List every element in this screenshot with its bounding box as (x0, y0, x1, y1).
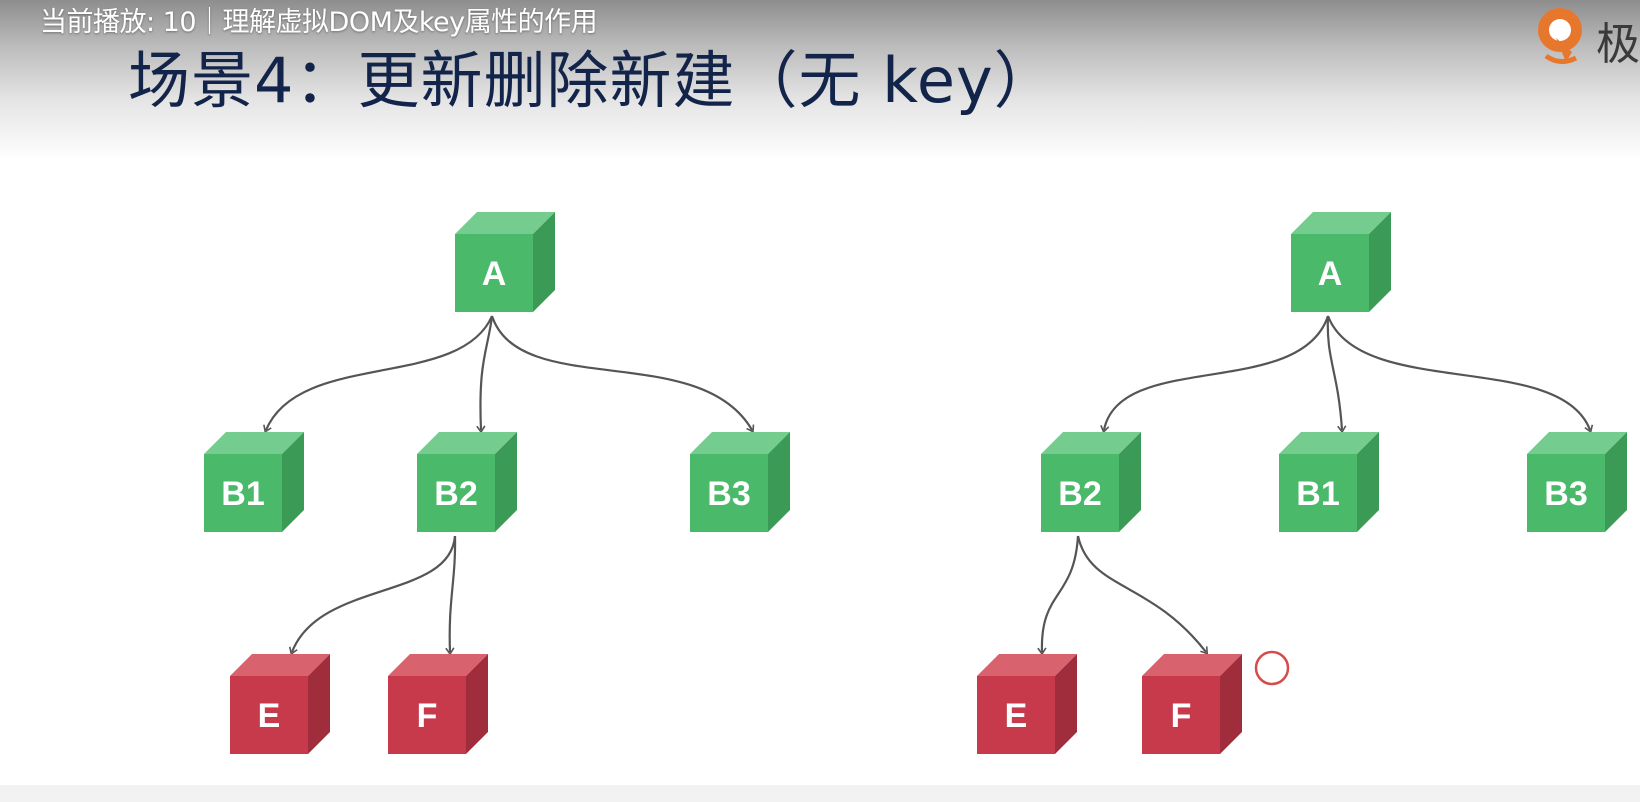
node-label: F (417, 697, 438, 735)
node-label: F (1171, 697, 1192, 735)
title-band (0, 0, 1640, 160)
node-label: B1 (221, 475, 264, 513)
node-label: B3 (707, 475, 750, 513)
now-playing-label: 当前播放: 10｜理解虚拟DOM及key属性的作用 (40, 7, 598, 38)
slide-title: 场景4：更新删除新建（无 key） (128, 44, 1057, 117)
node-e: E (230, 654, 330, 754)
node-b3: B3 (1527, 432, 1627, 532)
node-a: A (1291, 212, 1391, 312)
node-f: F (1142, 654, 1242, 754)
edge-b2-e (288, 535, 457, 656)
edge-b2-f (1076, 535, 1209, 655)
node-f: F (388, 654, 488, 754)
right-tree-edges (1037, 315, 1594, 656)
node-label: A (1318, 255, 1343, 293)
edge-a-b3 (490, 315, 755, 433)
node-b2: B2 (417, 432, 517, 532)
node-label: B2 (1058, 475, 1101, 513)
node-b1: B1 (204, 432, 304, 532)
edge-a-b1 (1326, 315, 1347, 434)
edge-b2-f (445, 535, 457, 656)
node-label: B1 (1296, 475, 1339, 513)
edge-b2-e (1037, 535, 1080, 656)
node-b3: B3 (690, 432, 790, 532)
pointer-ring-icon (1254, 650, 1290, 686)
node-b1: B1 (1279, 432, 1379, 532)
node-label: E (258, 697, 281, 735)
left-tree-edges (263, 315, 755, 656)
edge-a-b1 (263, 315, 494, 434)
brand-text: 极 (1596, 19, 1640, 70)
node-label: B2 (434, 475, 477, 513)
geekbang-logo-icon (1538, 8, 1582, 64)
edge-a-b2 (1100, 315, 1330, 434)
edge-a-b2 (476, 315, 494, 434)
edge-a-b3 (1326, 315, 1594, 434)
node-a: A (455, 212, 555, 312)
node-label: A (482, 255, 507, 293)
node-label: B3 (1544, 475, 1587, 513)
bottom-strip (0, 785, 1640, 802)
node-e: E (977, 654, 1077, 754)
node-label: E (1005, 697, 1028, 735)
node-b2: B2 (1041, 432, 1141, 532)
